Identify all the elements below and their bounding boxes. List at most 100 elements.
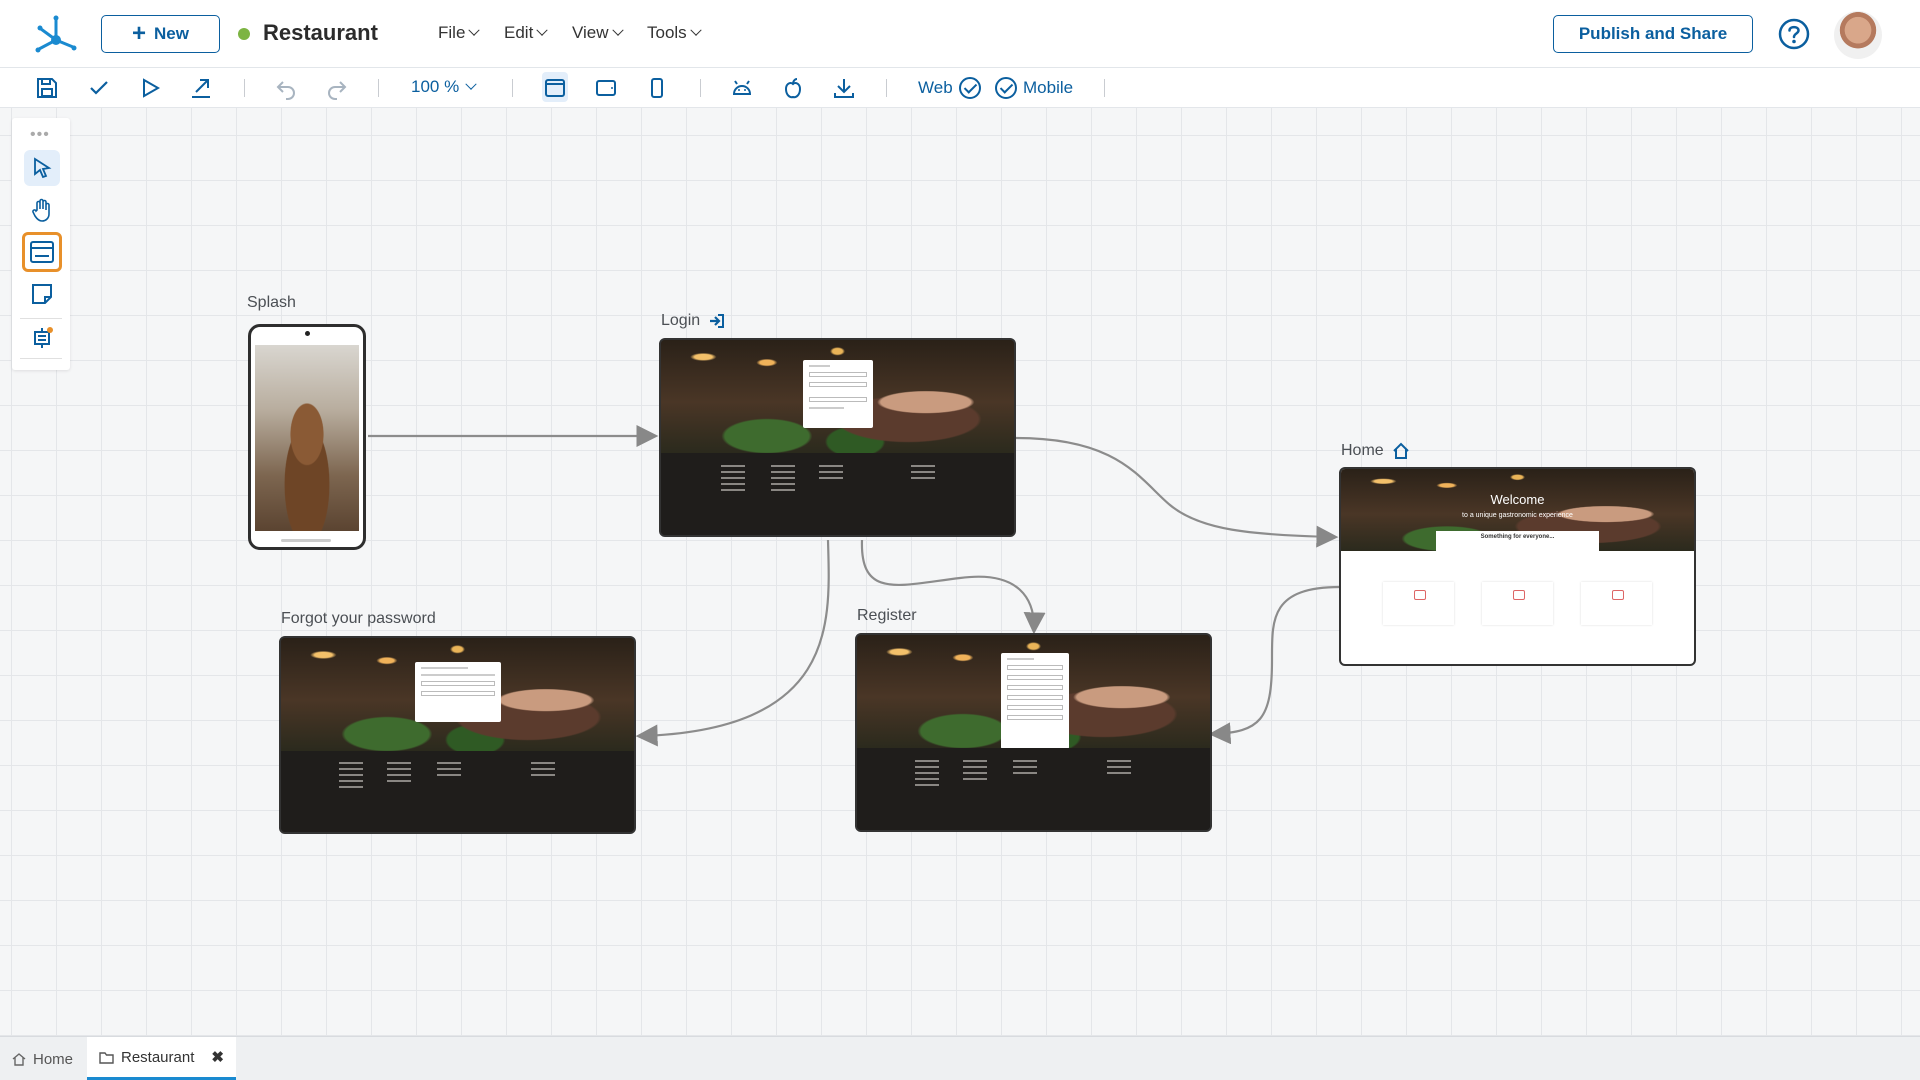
folder-icon [99,1051,114,1064]
help-icon[interactable] [1778,18,1810,50]
chevron-down-icon [536,24,548,36]
screen-label-home: Home [1341,442,1410,460]
toolbar-separator [886,79,887,97]
chevron-down-icon [690,24,702,36]
screen-footer [661,453,1014,535]
hand-icon [32,198,50,222]
android-icon[interactable] [730,76,754,100]
zoom-select[interactable]: 100 % [411,77,477,97]
toolbar-separator [512,79,513,97]
close-tab-icon[interactable]: ✖ [211,1049,224,1066]
select-tool[interactable] [24,150,60,186]
screen-label-login: Login [661,312,726,330]
pointer-icon [34,157,52,179]
screen-title: Home [1341,442,1384,459]
screen-label-register: Register [857,607,917,625]
tool-divider [20,358,62,359]
chevron-down-icon [611,24,624,36]
screen-register[interactable] [855,633,1212,832]
login-icon [710,314,725,328]
app-logo-icon[interactable] [34,12,78,56]
note-tool[interactable] [24,276,60,312]
login-form-preview [803,360,873,428]
register-form-preview [1001,653,1069,749]
toolbar-separator [1104,79,1105,97]
app-header: + New Restaurant File Edit View Tools Pu… [0,0,1920,68]
tab-home[interactable]: Home [0,1037,85,1080]
pan-tool[interactable] [24,192,60,228]
screen-title: Forgot your password [281,610,436,627]
chevron-down-icon [468,24,481,36]
menu-edit-label: Edit [504,23,534,42]
tablet-view-icon[interactable] [594,76,618,100]
home-icon [12,1053,26,1066]
home-card [1383,582,1454,625]
home-card [1581,582,1652,625]
apple-icon[interactable] [781,76,805,100]
screen-label-forgot-password: Forgot your password [281,610,436,628]
play-icon[interactable] [138,76,162,100]
screen-title: Splash [247,294,296,311]
redo-icon[interactable] [325,76,349,100]
export-icon[interactable] [189,76,213,100]
home-card [1482,582,1553,625]
screen-layout-icon [30,241,54,263]
menu-view[interactable]: View [572,23,624,43]
chevron-down-icon [465,78,477,90]
screen-login[interactable] [659,338,1016,537]
screen-forgot-password[interactable] [279,636,636,834]
mobile-platform-toggle[interactable]: Mobile [995,77,1073,99]
screen-splash[interactable] [248,324,366,550]
toolbar-separator [244,79,245,97]
home-welcome-title: Welcome [1490,492,1545,508]
process-tool[interactable] [24,320,60,356]
mobile-platform-label: Mobile [1023,78,1074,97]
screen-footer [281,750,634,832]
home-welcome-subtitle: to a unique gastronomic experience [1462,511,1573,519]
check-circle-icon [958,77,981,99]
plus-icon: + [132,20,147,47]
web-platform-label: Web [918,78,953,97]
undo-icon[interactable] [274,76,298,100]
screen-label-splash: Splash [247,294,296,312]
drag-handle-icon[interactable]: ••• [30,126,50,143]
web-platform-toggle[interactable]: Web [918,77,981,99]
process-icon [34,327,53,348]
menu-tools[interactable]: Tools [647,23,702,43]
screen-tool[interactable] [22,232,62,272]
download-icon[interactable] [832,76,856,100]
new-button-label: New [154,24,189,43]
menu-file[interactable]: File [438,23,481,43]
save-icon[interactable] [35,76,59,100]
menu-edit[interactable]: Edit [504,23,548,43]
screen-title: Register [857,607,917,624]
new-button[interactable]: + New [101,15,220,53]
user-avatar[interactable] [1834,11,1882,59]
publish-and-share-button[interactable]: Publish and Share [1553,15,1753,53]
menu-tools-label: Tools [647,23,687,42]
home-panel-title: Something for everyone... [1480,534,1555,541]
toolbar-separator [378,79,379,97]
recover-form-preview [415,662,501,722]
bottom-tab-bar: Home Restaurant ✖ [0,1036,1920,1080]
mobile-view-icon[interactable] [645,76,669,100]
menu-view-label: View [572,23,609,42]
tab-restaurant[interactable]: Restaurant ✖ [87,1037,236,1080]
screen-title: Login [661,312,701,329]
project-status-dot [238,28,250,40]
toolbar: 100 % Web Mobile [0,68,1920,108]
validate-check-icon[interactable] [87,76,111,100]
screen-footer [857,748,1210,830]
tab-home-label: Home [33,1050,74,1068]
desktop-view-icon[interactable] [543,76,567,100]
phone-camera [305,331,310,336]
splash-image [255,345,359,531]
sticky-note-icon [32,284,52,304]
phone-home-bar [281,539,331,542]
home-panel-preview: Something for everyone... [1436,531,1599,563]
tool-palette: ••• [12,118,70,370]
tab-restaurant-label: Restaurant [121,1048,195,1066]
menu-file-label: File [438,23,466,42]
screen-home[interactable]: Welcome to a unique gastronomic experien… [1339,467,1696,666]
project-title: Restaurant [263,20,378,45]
